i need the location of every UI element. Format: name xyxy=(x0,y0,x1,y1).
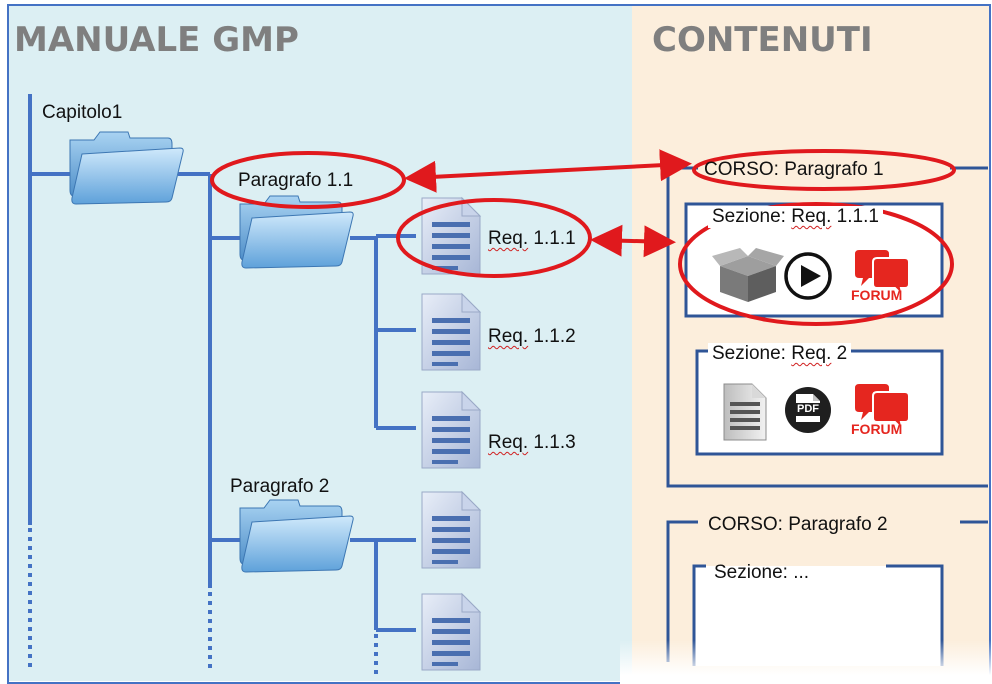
text-document-icon xyxy=(723,383,767,441)
pdf-label: PDF xyxy=(797,403,819,415)
section3-title: Sezione: ... xyxy=(714,562,810,583)
course2-box xyxy=(666,520,988,662)
section2-title: Sezione: Req. 2 xyxy=(708,343,852,365)
req3-label-prefix: Req. xyxy=(488,432,529,453)
pdf-icon xyxy=(785,387,831,433)
req3-label-number: 1.1.3 xyxy=(528,432,576,453)
link-arrows xyxy=(404,149,692,258)
req2-label-number: 1.1.2 xyxy=(528,326,576,347)
req1-label-prefix: Req. xyxy=(488,228,529,249)
course1-title: CORSO: Paragrafo 1 xyxy=(704,159,884,180)
req1-label-number: 1.1.1 xyxy=(528,228,576,249)
req1-label: Req. 1.1.1 xyxy=(488,228,576,250)
forum-label: FORUM xyxy=(851,287,903,303)
contents-title: CONTENUTI xyxy=(652,20,873,60)
req3-label: Req. 1.1.3 xyxy=(488,432,576,454)
section1-title-number: 1.1.1 xyxy=(831,206,879,227)
section1-title-req: Req. xyxy=(791,206,832,227)
section1-title-prefix: Sezione: xyxy=(712,206,792,227)
tree-lines xyxy=(28,94,416,632)
tree-continuation xyxy=(28,528,378,678)
req2-label: Req. 1.1.2 xyxy=(488,326,576,348)
forum-label-2: FORUM xyxy=(851,421,903,437)
play-video-icon xyxy=(784,252,832,300)
req2-label-prefix: Req. xyxy=(488,326,529,347)
highlight-markers xyxy=(210,149,956,326)
course2-title: CORSO: Paragrafo 2 xyxy=(708,514,888,535)
manual-title: MANUALE GMP xyxy=(14,20,299,60)
chapter-label: Capitolo1 xyxy=(42,102,123,123)
section2-title-number: 2 xyxy=(831,343,848,364)
section2-title-req: Req. xyxy=(791,343,832,364)
package-icon xyxy=(712,248,784,302)
paragraph2-label: Paragrafo 2 xyxy=(230,476,330,497)
diagram-frame xyxy=(7,4,991,684)
section1-title: Sezione: Req. 1.1.1 xyxy=(708,206,883,228)
section2-title-prefix: Sezione: xyxy=(712,343,792,364)
bottom-fade xyxy=(620,640,992,684)
paragraph1-label: Paragrafo 1.1 xyxy=(238,170,354,191)
